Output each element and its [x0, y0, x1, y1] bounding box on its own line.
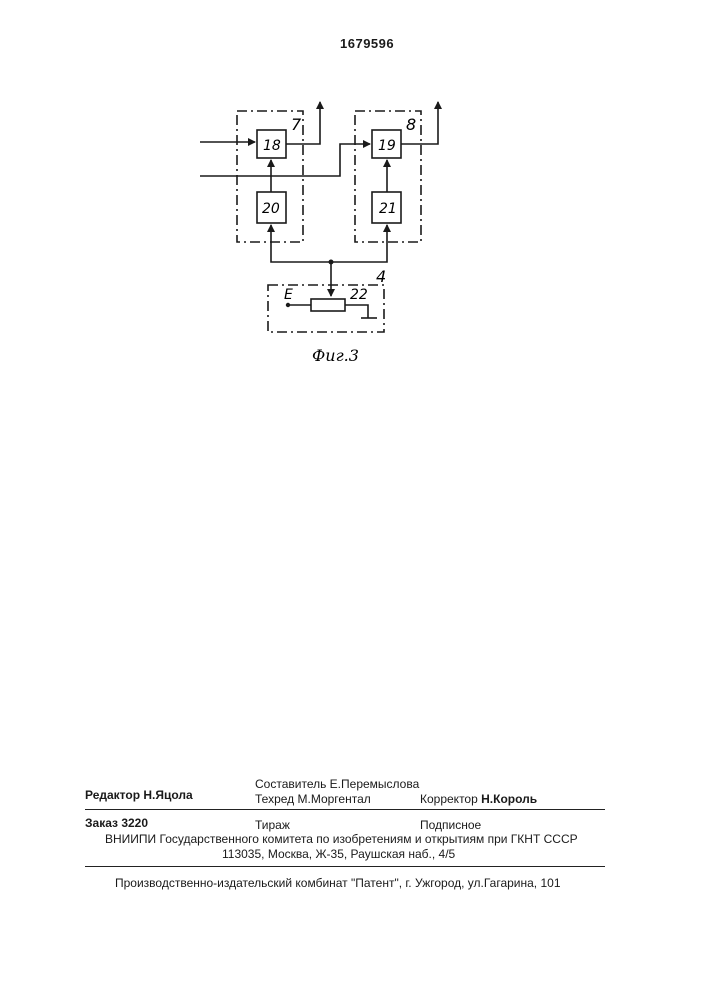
label-18: 18: [263, 138, 281, 154]
label-19: 19: [378, 138, 396, 154]
block-22-resistor: [311, 299, 345, 311]
label-21: 21: [379, 201, 397, 217]
order-number: Заказ 3220: [85, 816, 148, 830]
ground-lead: [345, 305, 368, 318]
label-group-8: 8: [406, 115, 416, 134]
bus-junction: [329, 260, 334, 265]
label-group-7: 7: [291, 115, 302, 134]
block-diagram: 18 20 19 21 22 7 8 4 E Фиг.3: [0, 0, 707, 400]
subscription: Подписное: [420, 818, 481, 832]
imprint-rule-bottom: [85, 866, 605, 867]
imprint-rule-top: [85, 809, 605, 810]
label-20: 20: [262, 201, 280, 217]
label-group-4: 4: [376, 267, 386, 286]
label-22: 22: [350, 287, 368, 303]
label-source-e: E: [284, 287, 293, 303]
address: 113035, Москва, Ж-35, Раушская наб., 4/5: [222, 847, 455, 861]
source-terminal: [286, 303, 290, 307]
compiler: Составитель Е.Перемыслова: [255, 777, 419, 791]
bus-to-21: [331, 225, 387, 262]
organization: ВНИИПИ Государственного комитета по изоб…: [105, 832, 578, 846]
corrector-label: Корректор: [420, 792, 478, 806]
circulation: Тираж: [255, 818, 290, 832]
figure-caption: Фиг.3: [312, 346, 359, 365]
bus-to-20: [271, 225, 331, 262]
corrector-name: Н.Король: [481, 792, 537, 806]
techred: Техред М.Моргентал: [255, 792, 371, 806]
editor: Редактор Н.Яцола: [85, 788, 193, 802]
corrector: Корректор Н.Король: [420, 792, 537, 806]
printer: Производственно-издательский комбинат "П…: [115, 876, 561, 890]
